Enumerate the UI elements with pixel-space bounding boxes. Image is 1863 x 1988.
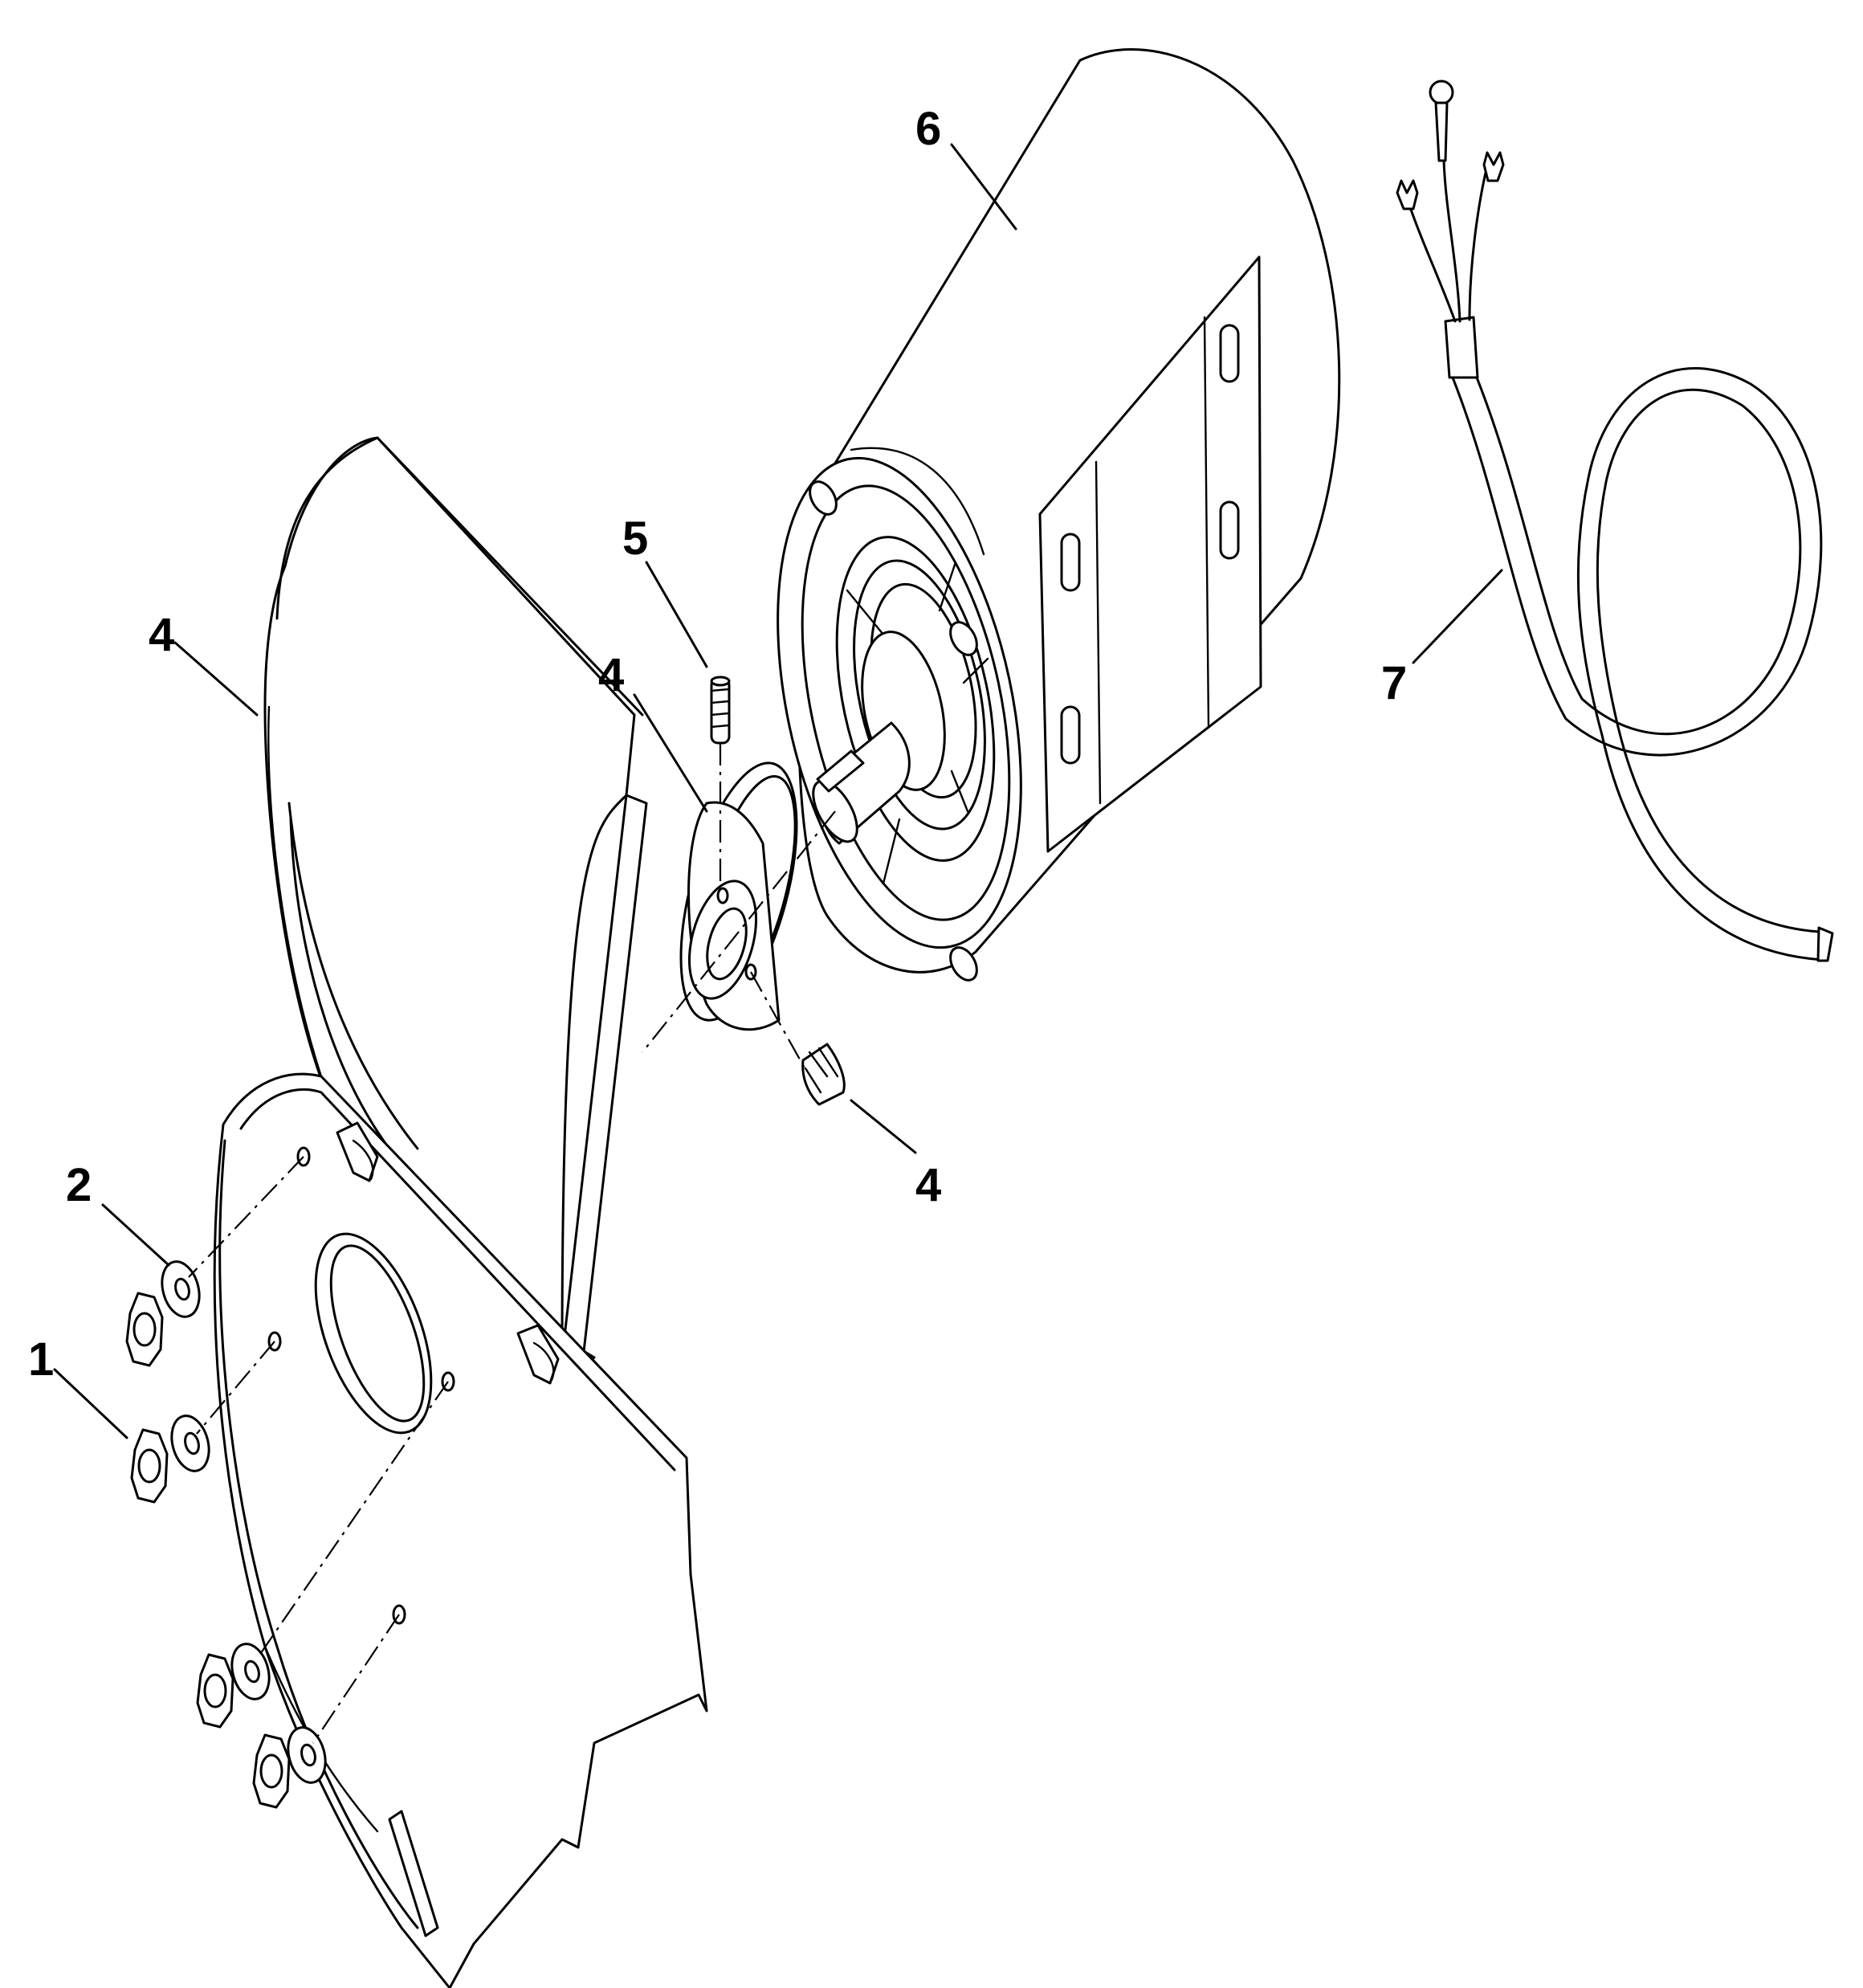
callout-5-label: 5 — [622, 512, 648, 565]
callout-6-leader — [950, 143, 1017, 231]
set-screw-top — [710, 676, 731, 745]
callout-4b-leader — [850, 1099, 917, 1154]
hex-nuts — [125, 1292, 291, 1809]
callout-4a-leader — [633, 693, 708, 813]
callout-5-leader — [645, 561, 708, 668]
callout-2-leader — [101, 1203, 170, 1267]
set-screw-lower — [801, 1043, 846, 1106]
callout-7-leader — [1412, 569, 1503, 664]
callout-6-label: 6 — [915, 103, 941, 155]
callout-4b-label: 4 — [915, 1159, 941, 1211]
callout-1-label: 1 — [28, 1333, 54, 1386]
assembly-centerlines — [188, 743, 836, 1744]
callout-1-leader — [53, 1368, 128, 1439]
motor — [777, 48, 1341, 982]
callout-4a-label: 4 — [598, 649, 624, 701]
power-cord — [1396, 80, 1834, 962]
callout-7-label: 7 — [1381, 657, 1407, 709]
callout-3-leader — [173, 641, 259, 716]
pulley — [679, 761, 798, 1031]
callout-2-label: 2 — [66, 1159, 92, 1211]
belt-guard-base — [213, 1072, 708, 1988]
callout-3-label: 4 — [149, 609, 174, 661]
